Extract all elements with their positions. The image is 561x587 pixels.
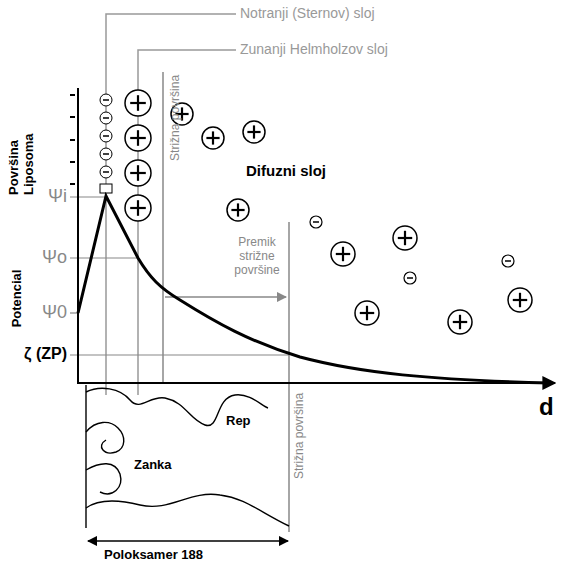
poloxamer-chains xyxy=(86,385,289,528)
anion xyxy=(502,255,514,267)
anion xyxy=(100,130,112,142)
potential-symbol: Ψi xyxy=(48,186,67,207)
anion-sign xyxy=(103,153,109,155)
cation xyxy=(393,226,417,250)
surface-charges xyxy=(70,95,75,184)
chain-label: Rep xyxy=(226,414,251,429)
zeta-label: ζ (ZP) xyxy=(24,345,67,363)
shift-label: Premik strižne površine xyxy=(226,236,288,277)
stern-ion-box xyxy=(100,184,112,193)
poloxamer-span xyxy=(88,540,288,542)
anion xyxy=(100,148,112,160)
anion-sign xyxy=(103,135,109,137)
anion xyxy=(100,112,112,124)
anion xyxy=(100,94,112,106)
cation xyxy=(355,301,379,325)
chain-label: Zanka xyxy=(134,458,172,473)
cation xyxy=(227,199,249,221)
region-label: Difuzni sloj xyxy=(246,162,326,179)
cation xyxy=(331,242,355,266)
cation xyxy=(125,90,151,116)
anion-sign xyxy=(103,117,109,119)
axes xyxy=(78,88,555,384)
polymer-label: Poloksamer 188 xyxy=(104,548,214,563)
potential-symbol: Ψo xyxy=(42,247,67,268)
layer-label: Zunanji Helmholzov sloj xyxy=(240,41,388,57)
shear-label: Strižna površina xyxy=(293,393,307,479)
potential-symbol: Ψ0 xyxy=(42,302,67,323)
anion xyxy=(100,166,112,178)
anion xyxy=(310,216,322,228)
layer-label: Notranji (Sternov) sloj xyxy=(240,5,375,21)
anion-sign xyxy=(103,99,109,101)
cation xyxy=(202,127,224,149)
axis-label: Površina Liposoma xyxy=(7,85,37,195)
cation xyxy=(243,121,265,143)
cation xyxy=(125,160,151,186)
cation xyxy=(125,195,151,221)
axis-label: Potencial xyxy=(11,269,26,327)
axis-label: d xyxy=(539,393,554,421)
level-lines xyxy=(70,197,289,355)
shear-label: Strižna površina xyxy=(169,75,183,161)
anion-sign xyxy=(103,171,109,173)
ions xyxy=(125,90,532,334)
leader-lines xyxy=(106,14,236,395)
cation xyxy=(448,310,472,334)
anion xyxy=(404,272,416,284)
potential-curve xyxy=(78,196,550,383)
stern-ions xyxy=(100,94,112,178)
cation xyxy=(125,125,151,151)
cation xyxy=(508,288,532,312)
